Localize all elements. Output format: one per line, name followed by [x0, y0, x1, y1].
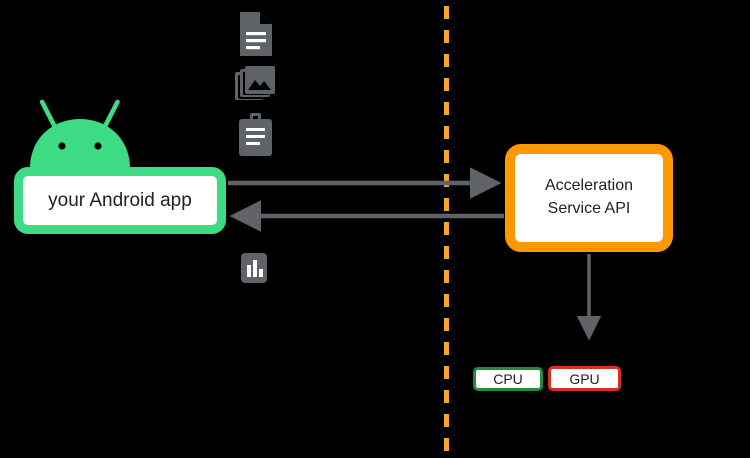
document-icon — [236, 10, 276, 58]
device-boundary-divider — [444, 6, 449, 452]
api-label-line-2: Service API — [547, 200, 631, 217]
node-acceleration-service-api[interactable]: Acceleration Service API — [505, 144, 673, 252]
node-cpu[interactable]: CPU — [473, 367, 543, 391]
bar-chart-icon — [238, 251, 270, 285]
api-label-line-1: Acceleration — [544, 177, 634, 195]
node-your-android-app-label: your Android app — [48, 189, 192, 211]
node-cpu-label: CPU — [493, 371, 523, 387]
node-acceleration-service-api-label: Acceleration Service API — [545, 175, 633, 220]
android-robot-logo — [22, 96, 138, 174]
clipboard-icon — [234, 111, 274, 159]
photo-library-icon — [234, 62, 275, 110]
node-gpu-label: GPU — [569, 370, 600, 387]
node-gpu[interactable]: GPU — [548, 366, 621, 391]
node-your-android-app[interactable]: your Android app — [14, 167, 226, 234]
